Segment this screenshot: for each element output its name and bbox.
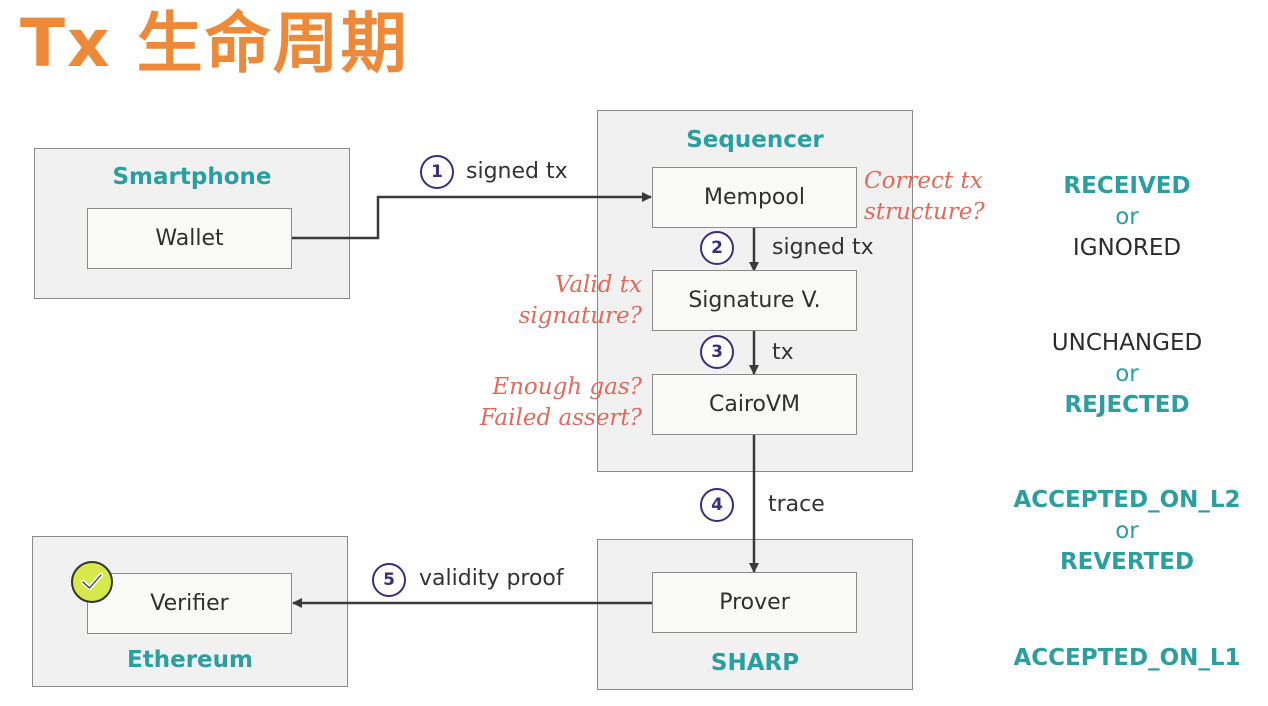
step-3-marker: 3 — [700, 335, 734, 369]
cairovm-box[interactable]: CairoVM — [652, 374, 857, 435]
signature-verifier-box[interactable]: Signature V. — [652, 270, 857, 331]
step-1-label: signed tx — [466, 159, 568, 184]
step-5-marker: 5 — [372, 563, 406, 597]
status-group-l1: ACCEPTED_ON_L1 — [997, 643, 1257, 674]
check-circle-icon — [71, 561, 113, 603]
status-accepted-on-l2: ACCEPTED_ON_L2 — [1013, 487, 1241, 513]
status-or-1: or — [1115, 204, 1139, 230]
sequencer-title: Sequencer — [686, 127, 824, 153]
note-signature: Valid tx signature? — [490, 270, 642, 332]
connector-arrows — [291, 192, 759, 608]
step-5-label: validity proof — [419, 566, 564, 591]
wallet-box[interactable]: Wallet — [87, 208, 292, 269]
status-accepted-on-l1: ACCEPTED_ON_L1 — [1013, 645, 1241, 671]
status-ignored: IGNORED — [1072, 235, 1182, 261]
status-or-3: or — [1115, 518, 1139, 544]
step-2-marker: 2 — [700, 231, 734, 265]
status-group-l2: ACCEPTED_ON_L2 or REVERTED — [997, 485, 1257, 578]
status-rejected: REJECTED — [1064, 392, 1190, 418]
note-mempool-line-2: structure? — [864, 199, 985, 225]
arrow-wallet-to-mempool — [291, 192, 652, 240]
page-title: Tx 生命周期 — [20, 5, 409, 82]
verifier-box[interactable]: Verifier — [87, 573, 292, 634]
check-mark-glyph — [80, 572, 104, 591]
note-cairovm: Enough gas? Failed assert? — [452, 372, 642, 434]
step-4-label: trace — [768, 492, 825, 517]
diagram-canvas: Smartphone Sequencer Ethereum SHARP Wall… — [0, 104, 1268, 706]
mempool-box[interactable]: Mempool — [652, 167, 857, 228]
note-mempool-line-1: Correct tx — [864, 168, 983, 194]
note-cairovm-line-2: Failed assert? — [480, 405, 642, 431]
prover-box[interactable]: Prover — [652, 572, 857, 633]
note-mempool: Correct tx structure? — [864, 166, 985, 228]
step-3-label: tx — [772, 340, 794, 365]
status-unchanged: UNCHANGED — [1051, 330, 1203, 356]
note-cairovm-line-1: Enough gas? — [492, 374, 642, 400]
sharp-title: SHARP — [710, 650, 800, 676]
smartphone-container: Smartphone — [34, 148, 350, 299]
step-2-label: signed tx — [772, 235, 874, 260]
status-group-execution: UNCHANGED or REJECTED — [997, 328, 1257, 421]
note-signature-line-1: Valid tx — [554, 272, 642, 298]
status-or-2: or — [1115, 361, 1139, 387]
status-group-mempool: RECEIVED or IGNORED — [997, 171, 1257, 264]
step-4-marker: 4 — [700, 488, 734, 522]
status-reverted: REVERTED — [1059, 549, 1195, 575]
smartphone-title: Smartphone — [112, 164, 272, 190]
status-received: RECEIVED — [1063, 173, 1191, 199]
note-signature-line-2: signature? — [518, 303, 642, 329]
step-1-marker: 1 — [420, 155, 454, 189]
ethereum-title: Ethereum — [127, 647, 253, 673]
